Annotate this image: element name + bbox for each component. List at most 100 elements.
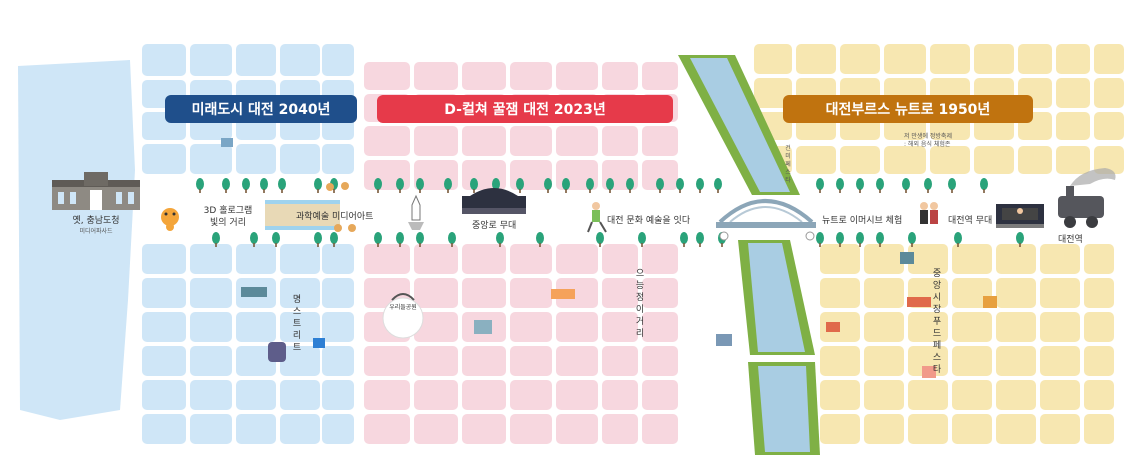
- city-block: [236, 144, 276, 174]
- tree-icon: [374, 178, 382, 193]
- city-block: [1084, 414, 1114, 444]
- city-block: [414, 126, 458, 156]
- city-block: [1018, 146, 1052, 174]
- station-stage-label: 대전역 무대: [948, 216, 993, 226]
- tree-icon: [470, 178, 478, 193]
- tree-icon: [330, 232, 338, 247]
- culture-banner: D-컬쳐 꿀잼 대전 2023년: [377, 95, 673, 123]
- city-block: [952, 278, 992, 308]
- city-block: [462, 346, 506, 376]
- city-block: [840, 44, 880, 74]
- city-block: [462, 244, 506, 274]
- city-block: [996, 414, 1036, 444]
- tree-icon: [836, 178, 844, 193]
- tree-row: [196, 178, 1024, 247]
- city-block: [190, 278, 232, 308]
- city-block: [996, 244, 1036, 274]
- tree-icon: [626, 178, 634, 193]
- city-block: [754, 78, 792, 108]
- city-block: [322, 312, 354, 342]
- city-block: [1040, 414, 1080, 444]
- tree-icon: [272, 232, 280, 247]
- dancer-icon: [587, 202, 607, 233]
- city-block: [142, 346, 186, 376]
- city-block: [236, 244, 276, 274]
- city-block: [602, 414, 638, 444]
- city-block: [952, 244, 992, 274]
- tree-icon: [980, 178, 988, 193]
- tree-icon: [816, 232, 824, 247]
- city-block: [510, 278, 552, 308]
- city-block: [462, 62, 506, 90]
- tree-icon: [416, 178, 424, 193]
- city-block: [642, 160, 678, 190]
- city-block: [236, 346, 276, 376]
- city-block: [1084, 312, 1114, 342]
- city-block: [510, 62, 552, 90]
- tree-icon: [496, 232, 504, 247]
- city-block: [364, 62, 410, 90]
- jungangno-stage-label: 중앙로 무대: [472, 221, 517, 231]
- city-block: [462, 380, 506, 410]
- city-block: [322, 414, 354, 444]
- city-block: [602, 312, 638, 342]
- old-hall-subtitle: 미디어파사드: [79, 228, 113, 235]
- city-block: [952, 380, 992, 410]
- city-block: [1056, 112, 1090, 140]
- city-block: [884, 146, 926, 174]
- city-block: [280, 380, 320, 410]
- tree-icon: [638, 232, 646, 247]
- city-block: [280, 278, 320, 308]
- city-block: [796, 44, 836, 74]
- city-block: [602, 62, 638, 90]
- newtro-label: 뉴트로 이머시브 체험: [822, 216, 903, 226]
- city-block: [462, 126, 506, 156]
- city-block: [642, 244, 678, 274]
- tree-icon: [1016, 232, 1024, 247]
- city-block: [952, 312, 992, 342]
- tree-icon: [212, 232, 220, 247]
- science-art-label: 과학예술 미디어아트: [296, 212, 374, 222]
- city-block: [930, 146, 970, 174]
- tree-icon: [954, 232, 962, 247]
- city-block: [556, 244, 598, 274]
- city-block: [642, 278, 678, 308]
- city-block: [190, 380, 232, 410]
- city-block: [510, 414, 552, 444]
- city-block: [414, 62, 458, 90]
- city-block: [510, 244, 552, 274]
- city-block: [556, 380, 598, 410]
- city-block: [510, 380, 552, 410]
- tree-icon: [656, 178, 664, 193]
- city-block: [142, 278, 186, 308]
- city-block: [1084, 380, 1114, 410]
- tree-icon: [250, 232, 258, 247]
- city-block: [1040, 380, 1080, 410]
- tree-icon: [416, 232, 424, 247]
- city-block: [602, 126, 638, 156]
- city-block: [1018, 44, 1052, 74]
- city-block: [908, 312, 948, 342]
- city-block: [414, 380, 458, 410]
- river: [678, 55, 820, 455]
- tree-icon: [314, 232, 322, 247]
- city-block: [754, 44, 792, 74]
- city-block: [510, 126, 552, 156]
- city-block: [642, 62, 678, 90]
- stage-performer-icon: [996, 204, 1044, 228]
- city-block: [190, 346, 232, 376]
- uri-park-label: 우리들공원: [389, 304, 417, 311]
- tree-icon: [242, 178, 250, 193]
- tree-icon: [816, 178, 824, 193]
- culture-banner-text: D-컬쳐 꿀잼 대전 2023년: [444, 102, 606, 118]
- dancing-couple-icon: [920, 202, 938, 224]
- tree-icon: [562, 178, 570, 193]
- stage-icon: [462, 188, 526, 214]
- future-zone-big-block: [18, 60, 135, 420]
- city-block: [556, 414, 598, 444]
- city-block: [462, 414, 506, 444]
- city-block: [1084, 278, 1114, 308]
- tree-icon: [222, 178, 230, 193]
- city-block: [322, 278, 354, 308]
